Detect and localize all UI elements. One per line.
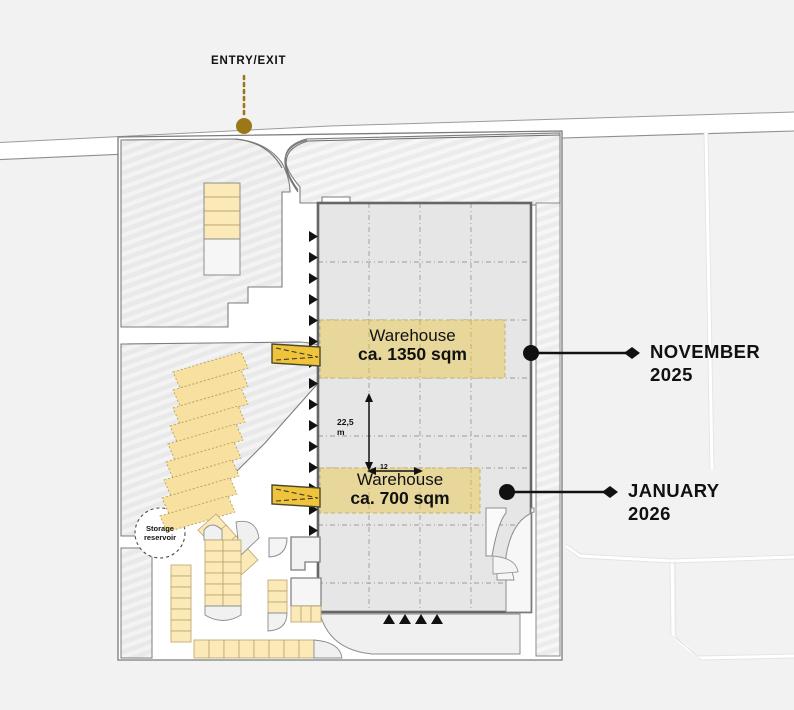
- landscape-left-bottom: [120, 547, 153, 659]
- milestone-january-line2: 2026: [628, 502, 671, 524]
- storage-reservoir-label: Storage reservoir: [133, 524, 187, 543]
- entry-exit-marker: [236, 74, 252, 134]
- site-entrance-curves: [234, 138, 308, 193]
- landscape-bottom-right: [535, 202, 561, 657]
- dimension-vertical-value: 22,5: [337, 417, 354, 427]
- landscape-top-right: [284, 132, 561, 206]
- warehouse-november-area: ca. 1350 sqm: [358, 344, 467, 365]
- warehouse-january-area: ca. 700 sqm: [350, 488, 450, 509]
- milestone-january-line1: JANUARY: [628, 480, 720, 501]
- warehouse-january-label: Warehouse ca. 700 sqm: [320, 470, 480, 509]
- roads-right-outline: [565, 131, 794, 661]
- parking-stalls-center-block: [203, 524, 242, 621]
- parking-stalls-top: [203, 182, 241, 276]
- dimension-arrows: [365, 393, 423, 475]
- dimension-horizontal-label: 12: [380, 464, 388, 471]
- dimension-vertical-label: 22,5 m: [337, 417, 354, 438]
- milestone-january: JANUARY 2026: [628, 480, 720, 525]
- parking-stalls-small-mid: [267, 579, 288, 632]
- milestone-november: NOVEMBER 2025: [650, 341, 760, 386]
- bottom-entry-arrows: [383, 614, 443, 624]
- parking-stalls-bottom-row: [193, 639, 343, 659]
- warehouse-building: [316, 201, 533, 614]
- loading-ramp-lower: [271, 484, 321, 508]
- parking-stalls-left-column: [170, 564, 192, 643]
- warehouse-zone-january: [319, 467, 481, 514]
- milestone-november-line2: 2025: [650, 363, 693, 385]
- service-buildings: [268, 536, 322, 623]
- warehouse-january-name: Warehouse: [356, 470, 444, 489]
- leader-line-january: [499, 484, 618, 500]
- loading-ramp-upper: [271, 343, 321, 367]
- entry-exit-label: ENTRY/EXIT: [211, 55, 287, 67]
- warehouse-november-label: Warehouse ca. 1350 sqm: [320, 326, 505, 365]
- warehouse-november-name: Warehouse: [369, 326, 456, 345]
- milestone-november-line1: NOVEMBER: [650, 341, 761, 362]
- leader-line-november: [523, 345, 640, 361]
- driveway-bottom: [319, 613, 521, 655]
- angled-parking-bays: [159, 351, 249, 533]
- storage-reservoir-line1: Storage: [146, 524, 174, 533]
- storage-reservoir-line2: reservoir: [143, 533, 177, 543]
- dimension-vertical-unit: m: [337, 426, 345, 437]
- building-right-apron: [485, 507, 535, 613]
